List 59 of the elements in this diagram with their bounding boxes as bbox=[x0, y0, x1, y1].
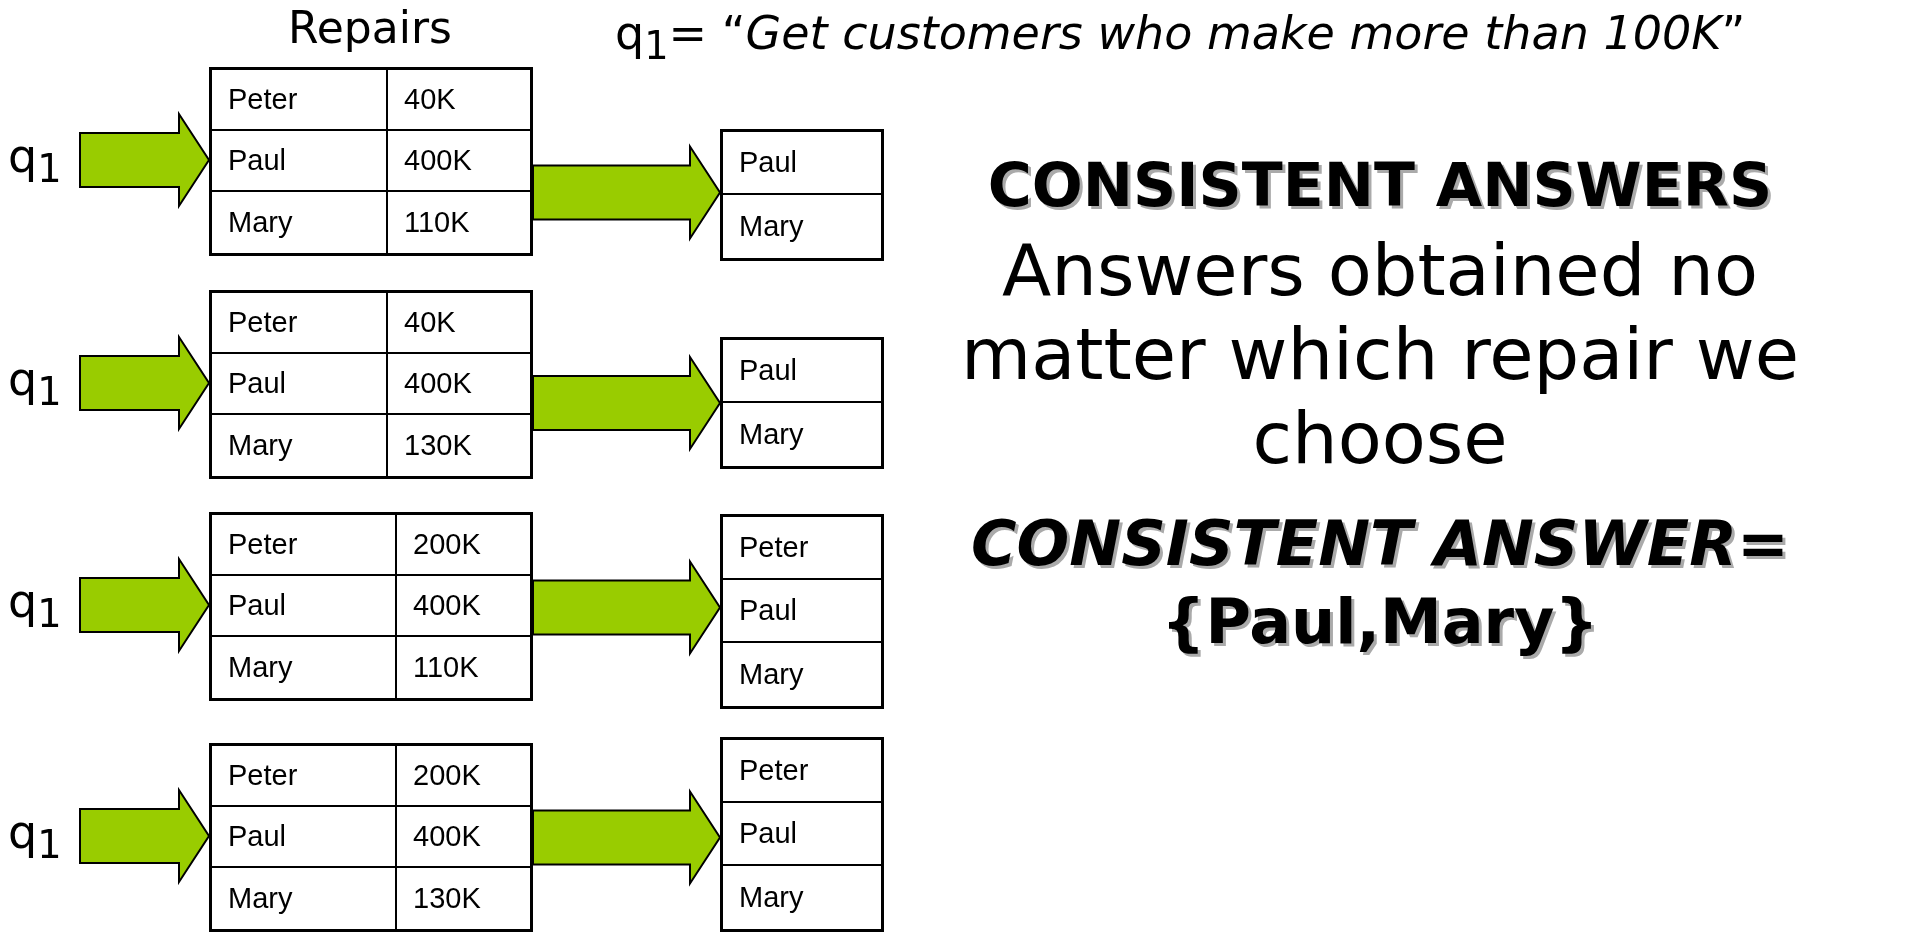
query-label: q$_{1}$ bbox=[8, 125, 80, 195]
block-arrow bbox=[79, 555, 211, 655]
table-cell-text: Mary bbox=[738, 417, 805, 452]
heading: CONSISTENT ANSWERS bbox=[986, 150, 1774, 220]
table-cell: 200K bbox=[397, 746, 530, 807]
table-cell: Paul bbox=[212, 354, 388, 415]
block-arrow bbox=[79, 110, 211, 210]
query-definition: q$_{1}$= “Get customers who make more than 100K” bbox=[615, 6, 1746, 69]
data-table bbox=[209, 743, 533, 932]
table-heading: Repairs bbox=[287, 2, 453, 53]
table-cell: Peter bbox=[723, 517, 881, 580]
table-cell-text: 110K bbox=[412, 650, 480, 685]
answer-text: CONSISTENT ANSWER= {Paul,Mary} bbox=[970, 506, 1790, 660]
table-cell: 400K bbox=[397, 807, 530, 868]
table-cell: Peter bbox=[212, 70, 388, 131]
table-cell: Mary bbox=[212, 868, 397, 929]
query-label: q$_{1}$ bbox=[8, 801, 80, 871]
table-cell: Mary bbox=[212, 415, 388, 476]
data-table bbox=[209, 512, 533, 701]
table-cell: Mary bbox=[212, 637, 397, 698]
result-table bbox=[720, 337, 884, 469]
explanation-text: Answers obtained no matter which repair we choose bbox=[960, 228, 1800, 480]
table-cell: Paul bbox=[723, 580, 881, 643]
table-cell: Paul bbox=[723, 340, 881, 403]
table-cell: Peter bbox=[212, 293, 388, 354]
table-cell: Peter bbox=[723, 740, 881, 803]
result-table bbox=[720, 737, 884, 932]
block-arrow bbox=[79, 333, 211, 433]
block-arrow bbox=[532, 143, 722, 242]
block-arrow bbox=[532, 558, 722, 657]
table-cell: Peter bbox=[212, 515, 397, 576]
block-arrow bbox=[79, 786, 211, 886]
table-cell: Peter bbox=[212, 746, 397, 807]
table-cell-text: Mary bbox=[738, 880, 805, 915]
table-cell-text: 130K bbox=[403, 428, 473, 463]
result-table bbox=[720, 514, 884, 709]
data-table bbox=[209, 67, 533, 256]
query-label: q$_{1}$ bbox=[8, 570, 80, 640]
query-label: q$_{1}$ bbox=[8, 348, 80, 418]
table-cell: Paul bbox=[212, 807, 397, 868]
block-arrow bbox=[532, 353, 722, 453]
table-cell: Paul bbox=[212, 576, 397, 637]
table-cell: Paul bbox=[212, 131, 388, 192]
table-cell: Mary bbox=[212, 192, 388, 253]
table-cell: 400K bbox=[388, 354, 530, 415]
table-cell-text: Mary bbox=[738, 657, 805, 692]
table-cell: 200K bbox=[397, 515, 530, 576]
table-cell-text: 130K bbox=[412, 881, 482, 916]
table-cell: 40K bbox=[388, 293, 530, 354]
table-cell-text: 110K bbox=[403, 205, 471, 240]
table-cell: 400K bbox=[388, 131, 530, 192]
table-cell: 400K bbox=[397, 576, 530, 637]
table-cell-text: Mary bbox=[738, 209, 805, 244]
table-cell: Paul bbox=[723, 803, 881, 866]
block-arrow bbox=[532, 788, 722, 887]
result-table bbox=[720, 129, 884, 261]
table-cell: 40K bbox=[388, 70, 530, 131]
table-cell: Paul bbox=[723, 132, 881, 195]
data-table bbox=[209, 290, 533, 479]
